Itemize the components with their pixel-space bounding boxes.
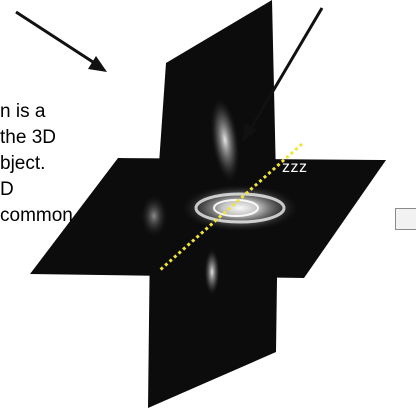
caption-line-4: D xyxy=(0,179,14,201)
lower-streak xyxy=(204,248,220,296)
pointer-arrow-left-head xyxy=(88,56,107,72)
pointer-arrow-left-shaft xyxy=(16,12,96,64)
ring-artifact xyxy=(180,184,300,232)
caption-line-3: bject. xyxy=(0,153,45,175)
partial-box xyxy=(395,208,416,230)
caption-line-2: the 3D xyxy=(0,127,56,149)
caption-line-1: n is a xyxy=(0,101,45,123)
axis-label: zzz xyxy=(282,159,308,177)
left-blob xyxy=(140,194,168,238)
caption-line-5: common xyxy=(0,205,73,227)
